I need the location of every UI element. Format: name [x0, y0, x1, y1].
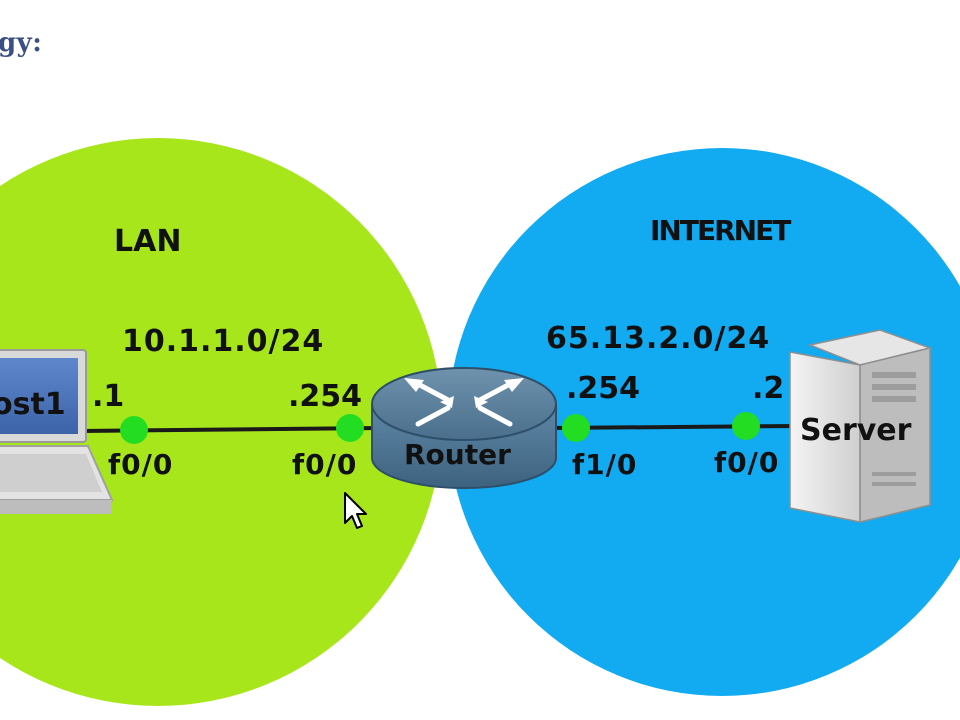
mouse-cursor-icon: [344, 492, 367, 529]
router-wan-interface-label: f1/0: [572, 448, 637, 481]
router-icon[interactable]: [371, 367, 557, 489]
router-lan-interface-dot: [336, 414, 364, 442]
server-ip-label: .2: [752, 371, 784, 406]
server-interface-dot: [732, 412, 760, 440]
router-lan-interface-label: f0/0: [292, 448, 357, 481]
internet-zone: [448, 148, 960, 696]
router-lan-ip-label: .254: [288, 379, 362, 414]
page-title: gy:: [0, 28, 43, 58]
host-device-label: ost1: [0, 387, 66, 422]
server-icon[interactable]: [789, 329, 933, 523]
host-interface-label: f0/0: [108, 448, 173, 481]
internet-network-label: 65.13.2.0/24: [546, 321, 770, 356]
host-interface-dot: [120, 416, 148, 444]
internet-label: INTERNET: [650, 214, 791, 247]
lan-zone: [0, 138, 442, 706]
lan-network-label: 10.1.1.0/24: [122, 324, 324, 359]
router-wan-ip-label: .254: [566, 371, 640, 406]
host-ip-label: .1: [92, 379, 124, 414]
server-device-label: Server: [800, 413, 912, 448]
lan-label: LAN: [114, 224, 181, 259]
router-wan-interface-dot: [562, 414, 590, 442]
router-device-label: Router: [404, 438, 511, 471]
server-interface-label: f0/0: [714, 446, 779, 479]
laptop-icon[interactable]: [0, 349, 114, 514]
